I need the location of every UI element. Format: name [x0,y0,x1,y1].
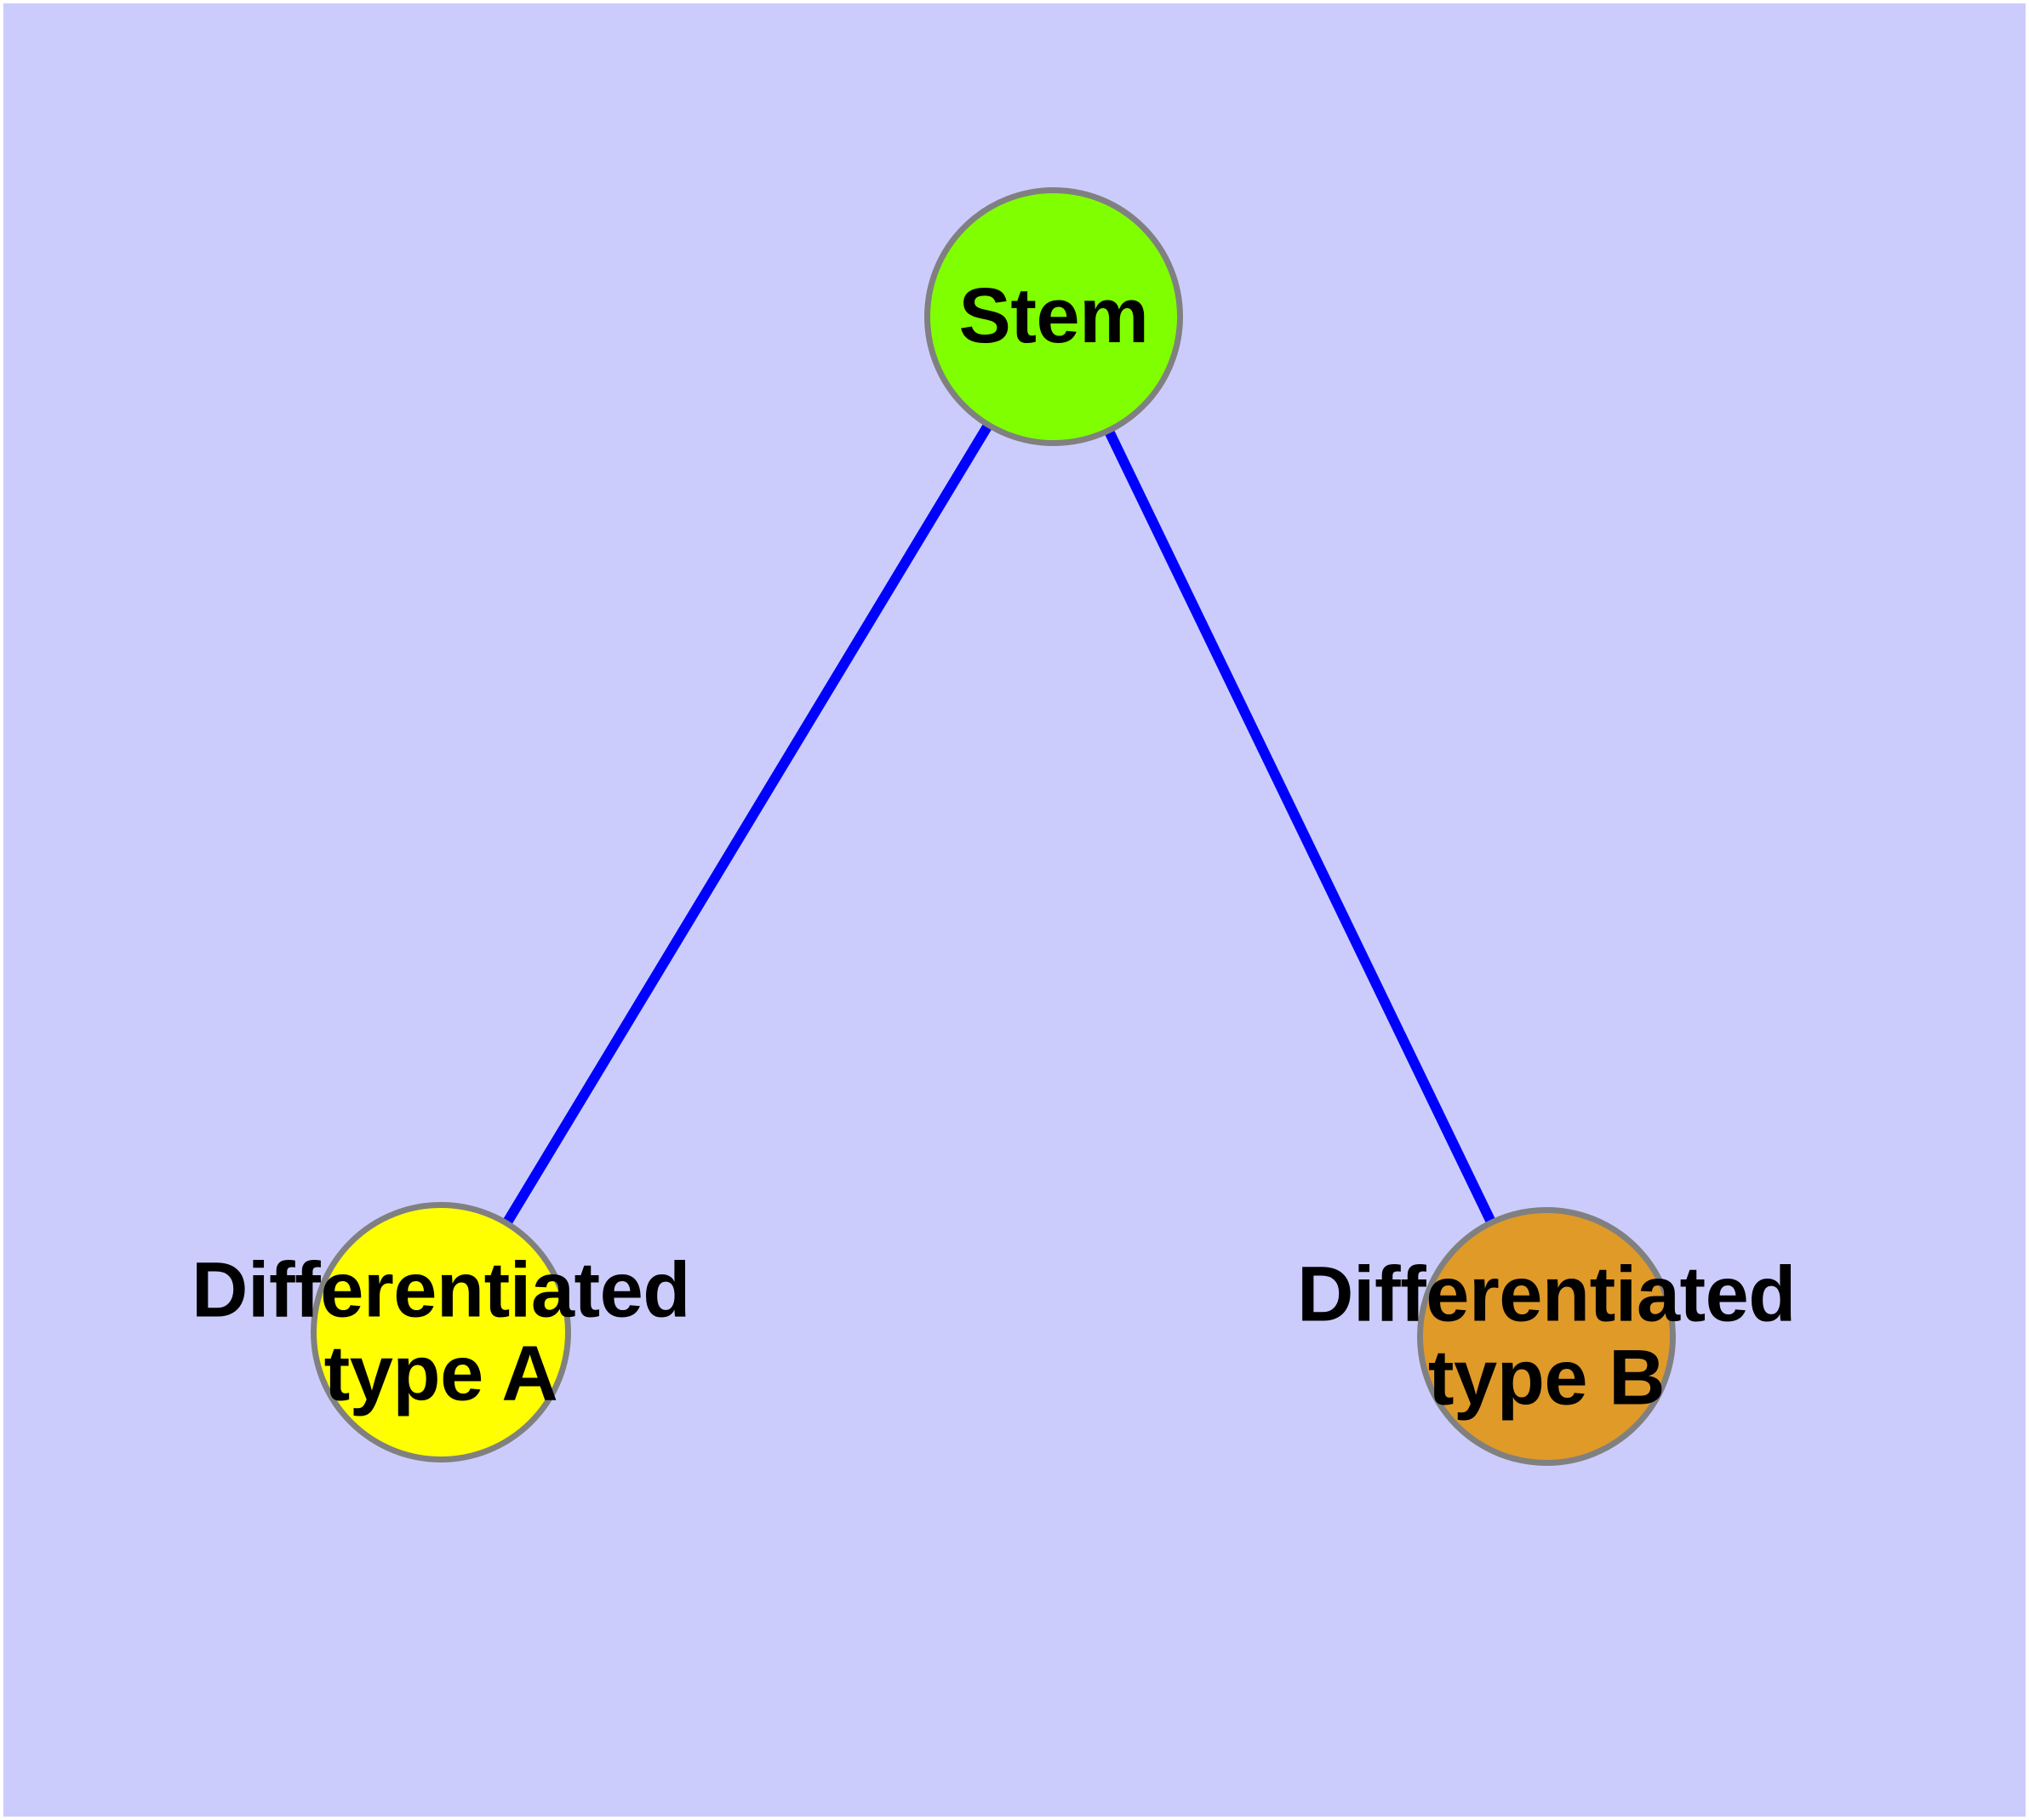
node-diff_a[interactable] [311,1202,571,1462]
edge-stem-diff-a[interactable] [501,421,993,1227]
node-diff_b[interactable] [1417,1207,1676,1466]
node-layer [311,187,1676,1466]
edge-stem-diff-b[interactable] [1103,427,1497,1226]
edge-layer [501,421,1497,1227]
node-stem[interactable] [924,187,1183,446]
